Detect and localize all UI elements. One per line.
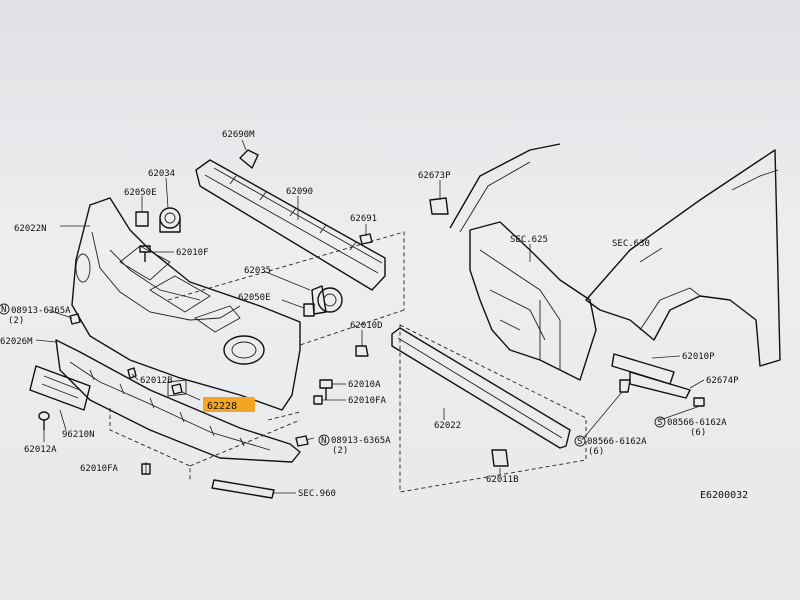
clip-62010FA-bot [141, 463, 151, 475]
label-62035: 62035 [244, 266, 271, 276]
clip-08566-b [619, 379, 631, 393]
diagram-id: E6200032 [700, 490, 748, 501]
circle-prefix-s-a: S [654, 416, 666, 428]
circle-prefix-n-top: N [0, 303, 10, 315]
bracket-62673P [429, 197, 449, 215]
label-62012A: 62012A [24, 445, 57, 455]
screw-62012B [127, 367, 137, 379]
label-62010P: 62010P [682, 352, 715, 362]
fender-sec630 [585, 149, 781, 367]
label-sec960: SEC.960 [298, 489, 336, 499]
nut-62011B [491, 449, 509, 467]
label-62674P: 62674P [706, 376, 739, 386]
nut-08913-top [69, 313, 81, 325]
clip-62228 [171, 383, 183, 395]
label-sec630: SEC.630 [612, 239, 650, 249]
label-62050E-top: 62050E [124, 188, 157, 198]
label-62010FA-mid: 62010FA [348, 396, 387, 406]
label-sec625: SEC.625 [510, 235, 548, 245]
label-62022N: 62022N [14, 224, 47, 234]
svg-text:S: S [577, 437, 582, 447]
nut-08913-bot [295, 435, 309, 447]
label-62011B: 62011B [486, 475, 519, 485]
bracket-62674P [629, 371, 691, 399]
reinforcement-beam-62090 [195, 159, 386, 291]
label-08566-b-qty: (6) [588, 447, 604, 457]
svg-text:N: N [321, 436, 326, 446]
label-62026M: 62026M [0, 337, 33, 347]
clip-62034 [159, 207, 181, 233]
assembly-boundary-right [399, 324, 587, 493]
clip-62050E-mid [303, 303, 315, 317]
bracket-62035 [311, 285, 343, 315]
assembly-boundary-upper [109, 231, 405, 480]
circle-prefix-n-bot: N [318, 434, 330, 446]
circle-prefix-s-b: S [574, 435, 586, 447]
bolt-62010D [355, 345, 369, 357]
trim-strip-sec960 [211, 479, 275, 499]
assembly-boundary-lower [189, 411, 301, 467]
label-08566-a-qty: (6) [690, 428, 706, 438]
label-62034: 62034 [148, 169, 175, 179]
label-62010FA-bot: 62010FA [80, 464, 119, 474]
label-08913-top-qty: (2) [8, 316, 24, 326]
clip-62691 [359, 233, 373, 245]
label-62691: 62691 [350, 214, 377, 224]
screw-62012A [38, 411, 50, 430]
leader-lines [35, 139, 705, 494]
label-62010D: 62010D [350, 321, 383, 331]
lower-grille-62026M [55, 339, 301, 463]
core-support-sec625 [469, 221, 597, 381]
bolt-62010A [319, 379, 333, 400]
svg-text:S: S [657, 418, 662, 428]
label-62090: 62090 [286, 187, 313, 197]
label-08913-bot: 08913-6365A [331, 436, 391, 446]
highlight-62228 [203, 397, 255, 412]
label-62022: 62022 [434, 421, 461, 431]
label-08913-top: 08913-6365A [11, 306, 71, 316]
label-62673P: 62673P [418, 171, 451, 181]
license-plate-bracket-96210N [29, 365, 91, 411]
clip-62050E-top [135, 211, 149, 227]
svg-text:N: N [1, 305, 6, 315]
label-08913-bot-qty: (2) [332, 446, 348, 456]
clip-62010FA-mid [313, 395, 323, 405]
label-62010F: 62010F [176, 248, 209, 258]
label-62228: 62228 [207, 401, 237, 412]
bumper-fascia-62022N [71, 197, 301, 411]
label-62050E-mid: 62050E [238, 293, 271, 303]
label-08566-a: 08566-6162A [667, 418, 727, 428]
label-62012B: 62012B [140, 376, 173, 386]
bracket-62690M [239, 149, 259, 169]
armature-62022 [391, 327, 571, 449]
label-62010A: 62010A [348, 380, 381, 390]
label-62690M: 62690M [222, 130, 255, 140]
clip-08566-a [693, 397, 705, 407]
inner-panel [449, 143, 561, 233]
label-08566-b: 08566-6162A [587, 437, 647, 447]
label-96210N: 96210N [62, 430, 95, 440]
